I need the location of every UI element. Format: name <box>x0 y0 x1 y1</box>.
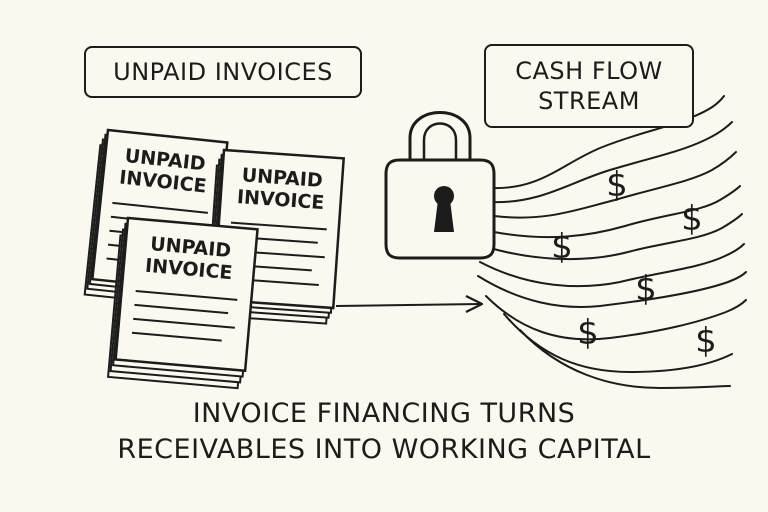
padlock-icon <box>384 111 496 260</box>
unpaid-invoices-label: UNPAID INVOICES <box>84 46 362 98</box>
dollar-signs: $ $ $ $ $ $ <box>551 165 717 361</box>
cash-flow-text-line1: CASH FLOW <box>515 57 663 85</box>
cash-flow-stream-icon <box>477 95 747 390</box>
caption-line1: INVOICE FINANCING TURNS <box>192 398 576 429</box>
arrow-right-icon <box>335 295 484 313</box>
unpaid-invoices-text: UNPAID INVOICES <box>113 58 333 86</box>
caption-line2: RECEIVABLES INTO WORKING CAPITAL <box>117 434 651 465</box>
dollar-sign: $ <box>695 321 717 361</box>
dollar-sign: $ <box>681 199 703 239</box>
cash-flow-stream-label: CASH FLOW STREAM <box>484 44 694 128</box>
dollar-sign: $ <box>606 165 628 205</box>
dollar-sign: $ <box>635 269 657 309</box>
dollar-sign: $ <box>551 227 573 267</box>
dollar-sign: $ <box>577 313 599 353</box>
cash-flow-text-line2: STREAM <box>538 87 640 115</box>
invoice-stack-icon: UNPAID INVOICE <box>106 216 259 390</box>
